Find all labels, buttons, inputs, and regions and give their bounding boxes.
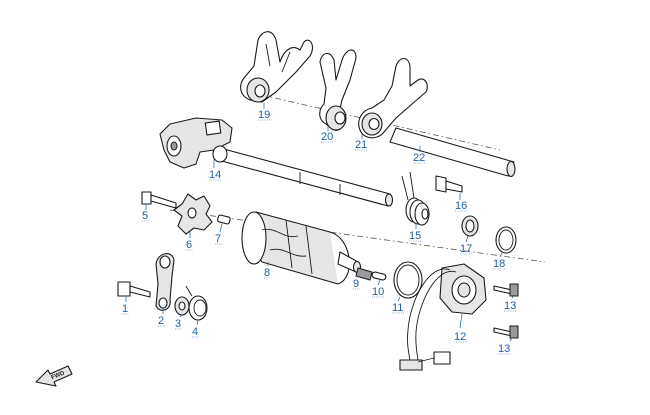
- callout-number: 13: [504, 300, 516, 312]
- callout-number: 11: [392, 302, 403, 314]
- assembly-axis-lines: [169, 94, 546, 263]
- callout-15: 15: [409, 224, 422, 242]
- shift-fork-19: [240, 31, 313, 103]
- callout-number: 22: [413, 152, 425, 164]
- gear-position-sensor-12: [399, 263, 487, 371]
- callout-number: 13: [498, 343, 510, 355]
- shift-drum-8: [241, 211, 362, 285]
- callout-13-upper: 13: [504, 295, 517, 312]
- callout-1: 1: [122, 296, 129, 315]
- screw-13-lower: [493, 325, 519, 339]
- callout-12: 12: [454, 313, 467, 343]
- callout-number: 5: [142, 210, 148, 222]
- callout-7: 7: [215, 223, 223, 245]
- callout-11: 11: [392, 296, 405, 314]
- callout-number: 21: [355, 139, 367, 151]
- o-ring-11: [393, 261, 423, 299]
- callout-8: 8: [264, 262, 271, 279]
- return-spring-15: [401, 171, 430, 226]
- gearshift-shaft-14: [159, 117, 394, 207]
- shift-fork-21: [358, 57, 428, 139]
- callout-19: 19: [258, 103, 271, 121]
- callout-number: 19: [258, 109, 270, 121]
- callout-20: 20: [321, 126, 334, 143]
- callout-number: 15: [409, 230, 421, 242]
- callout-6: 6: [186, 230, 193, 251]
- stopper-arm-2: [155, 253, 175, 311]
- callout-4: 4: [192, 319, 199, 338]
- callout-13-lower: 13: [498, 337, 513, 355]
- shift-fork-20: [319, 49, 357, 131]
- callout-18: 18: [493, 252, 506, 270]
- pin-7: [217, 214, 231, 225]
- bolt-5: [141, 191, 177, 209]
- callout-3: 3: [175, 314, 183, 330]
- callout-number: 18: [493, 258, 505, 270]
- bolt-16: [435, 175, 463, 193]
- spring-9: [355, 267, 373, 281]
- callout-number: 6: [186, 239, 192, 251]
- callout-number: 10: [372, 286, 384, 298]
- callout-10: 10: [372, 279, 385, 298]
- callout-2: 2: [158, 308, 165, 327]
- callout-number: 2: [158, 315, 164, 327]
- callout-5: 5: [142, 204, 149, 222]
- callout-16: 16: [455, 193, 468, 212]
- callout-number: 9: [353, 278, 359, 290]
- callout-number: 12: [454, 331, 466, 343]
- callout-number: 1: [122, 303, 128, 315]
- fwd-label: FWD: [51, 370, 67, 381]
- o-ring-18: [495, 226, 517, 254]
- callout-14: 14: [209, 158, 222, 181]
- bolt-1: [117, 281, 151, 298]
- callout-17: 17: [460, 235, 473, 255]
- forward-direction-arrow: FWD: [35, 365, 73, 387]
- screw-13-upper: [493, 283, 519, 297]
- callout-number: 4: [192, 326, 198, 338]
- callout-number: 16: [455, 200, 467, 212]
- stopper-spring-4: [185, 285, 208, 321]
- callout-number: 7: [215, 233, 221, 245]
- callout-9: 9: [353, 275, 361, 290]
- segment-plate-6: [173, 193, 213, 235]
- callout-number: 8: [264, 267, 270, 279]
- fork-shaft-22: [389, 127, 516, 178]
- callout-number: 14: [209, 169, 221, 181]
- pin-10: [371, 271, 387, 281]
- washer-3: [174, 296, 190, 316]
- callout-labels: 19 20 21 22 14 16 5 6 7 15 17 18 8 9 10 …: [122, 103, 517, 355]
- callout-number: 20: [321, 131, 333, 143]
- callout-number: 17: [460, 243, 472, 255]
- callout-number: 3: [175, 318, 181, 330]
- circlip-17: [461, 215, 479, 237]
- callout-22: 22: [413, 146, 426, 164]
- callout-21: 21: [355, 134, 368, 151]
